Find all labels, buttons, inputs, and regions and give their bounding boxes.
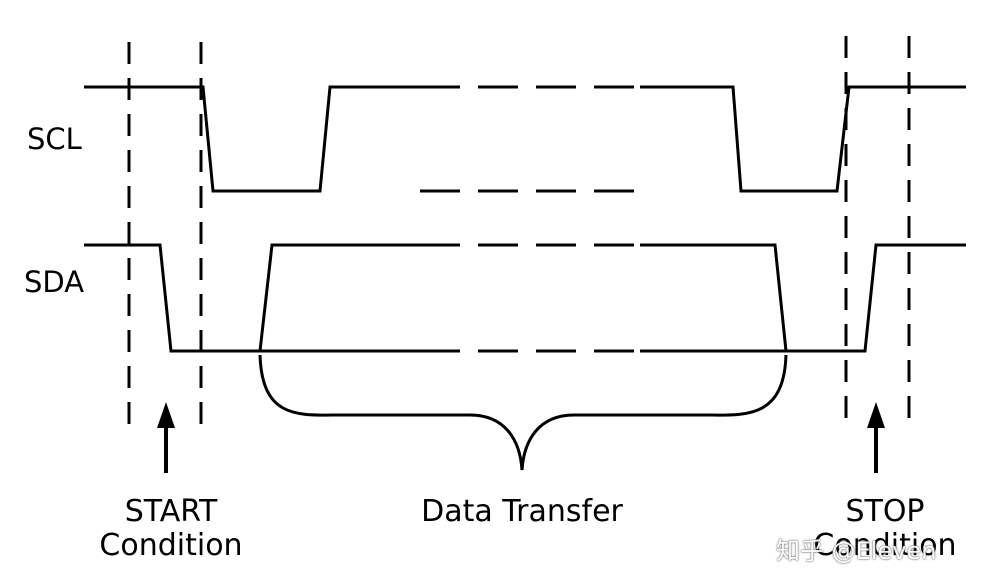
scl-waveform-end (640, 85, 966, 193)
stop-arrow (867, 402, 885, 473)
data-transfer-label: Data Transfer (421, 494, 623, 529)
scl-waveform-start (84, 85, 420, 193)
sda-data-end (640, 243, 788, 352)
stop-condition-line1: STOP (845, 494, 925, 529)
scl-label: SCL (27, 122, 82, 156)
sda-label: SDA (24, 265, 85, 299)
sda-waveform-end (640, 243, 966, 353)
data-transfer-brace (258, 354, 788, 471)
stop-condition-label: STOP Condition (810, 495, 960, 562)
start-condition-line2: Condition (99, 527, 243, 563)
sda-data-start (258, 243, 420, 352)
start-condition-label: START Condition (96, 495, 246, 562)
watermark: 知乎 @Eleven (776, 537, 937, 565)
stop-condition-line2: Condition (813, 527, 957, 563)
start-arrow (157, 402, 175, 473)
start-condition-line1: START (124, 494, 218, 529)
sda-waveform-start (84, 243, 260, 353)
